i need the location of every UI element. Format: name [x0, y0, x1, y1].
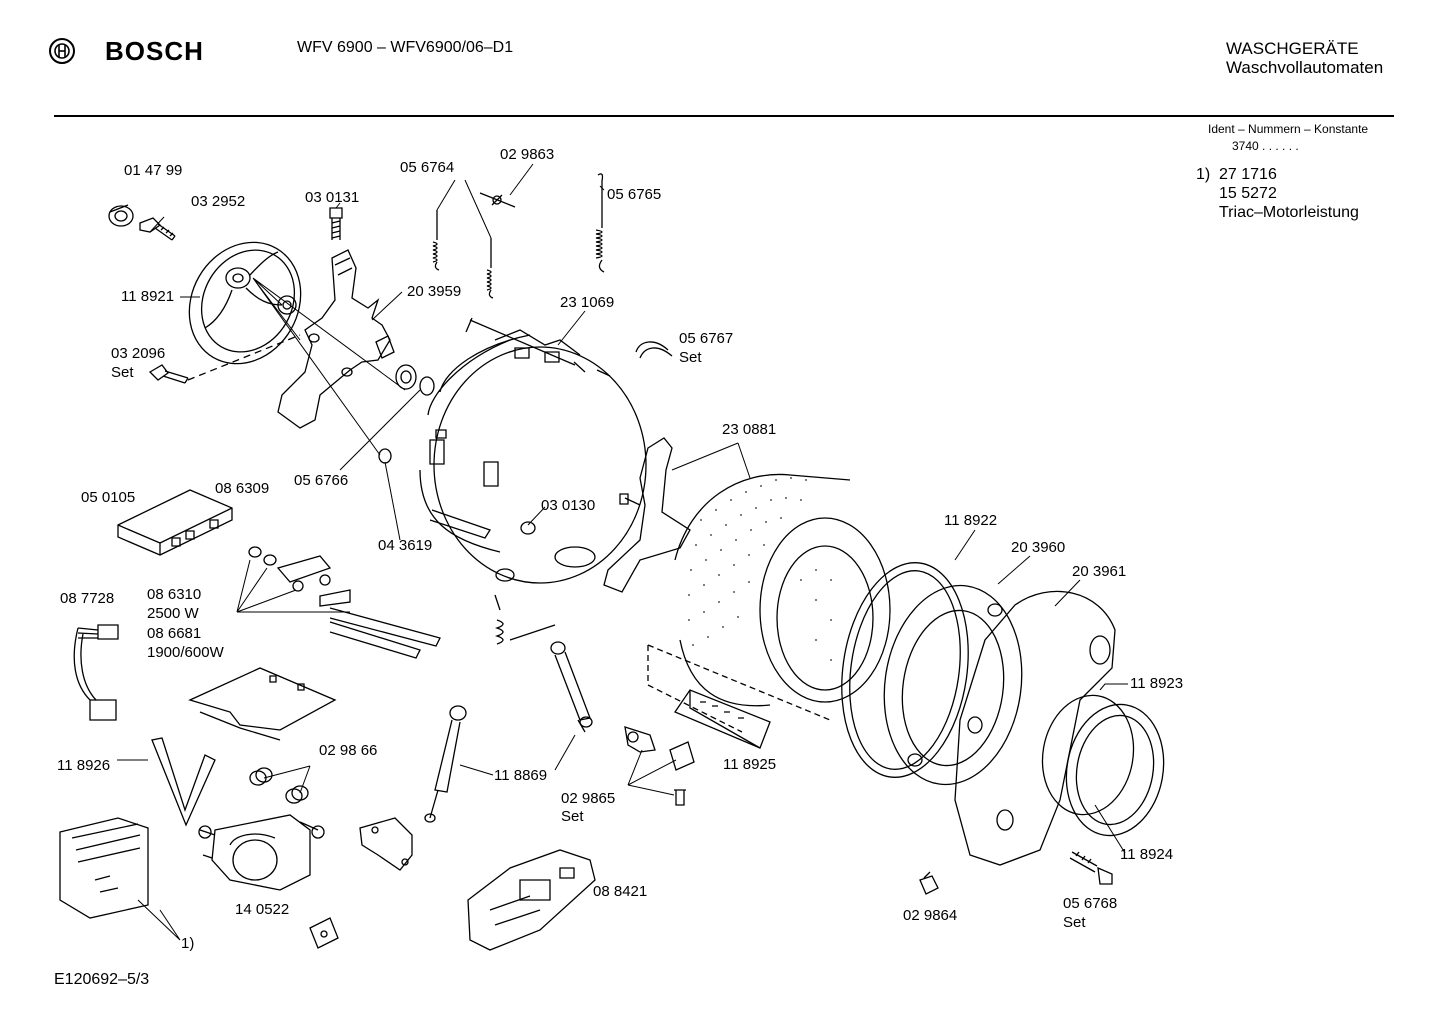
shock-absorber-a	[551, 642, 592, 732]
drum	[675, 474, 890, 705]
part-label: 23 1069	[560, 294, 615, 311]
tub-bracket-part	[278, 250, 394, 428]
ident-constant: 3740 . . . . . .	[1232, 139, 1299, 153]
clip-029864	[920, 872, 938, 894]
front-tub-part	[872, 577, 1035, 794]
part-label: 05 6766	[294, 472, 349, 489]
bosch-logo-icon	[49, 38, 75, 64]
part-label: 08 6681	[147, 625, 202, 642]
cover-plate	[190, 668, 335, 740]
ring-part	[109, 205, 133, 226]
part-label: 05 0105	[81, 489, 136, 506]
spring-056764-b	[487, 238, 493, 298]
electronic-module	[468, 850, 595, 950]
part-label: 04 3619	[378, 537, 433, 554]
door-gasket	[1033, 688, 1173, 843]
bolt-part	[140, 218, 175, 240]
part-label: 11 8926	[57, 757, 111, 774]
front-tub-housing	[955, 591, 1115, 865]
drum-perforation	[688, 478, 832, 660]
part-label: 05 6768	[1063, 895, 1118, 912]
part-label: 05 6764	[400, 159, 455, 176]
part-label: 05 6767	[679, 330, 734, 347]
part-label: 20 3959	[407, 283, 462, 300]
control-board	[60, 818, 148, 918]
part-label: Set	[679, 349, 702, 366]
part-label: 11 8923	[1130, 675, 1184, 692]
footnote-part-2: 15 5272	[1219, 185, 1277, 202]
part-label: Set	[561, 808, 584, 825]
part-label: 11 8922	[944, 512, 998, 529]
part-label: 2500 W	[147, 605, 199, 622]
part-label: Set	[111, 364, 134, 381]
heater-element	[249, 547, 440, 658]
set-screw-part	[150, 335, 300, 383]
part-label: 08 7728	[60, 590, 115, 607]
part-label: 11 8869	[494, 767, 548, 784]
outer-tub	[420, 318, 646, 583]
subcategory-title: Waschvollautomaten	[1226, 58, 1384, 77]
part-label: 11 8925	[723, 756, 777, 773]
footnote-marker: 1)	[1196, 166, 1211, 183]
part-label: 20 3960	[1011, 539, 1066, 556]
part-label: 08 8421	[593, 883, 648, 900]
dispenser-part	[648, 645, 830, 748]
screw-056768	[1070, 852, 1112, 884]
clip-029863	[480, 193, 515, 207]
part-label: 03 0131	[305, 189, 360, 206]
part-label: 03 2096	[111, 345, 166, 362]
leader-lines	[117, 164, 1128, 940]
pump-part	[625, 727, 694, 805]
part-label: 08 6309	[215, 480, 270, 497]
drawing-code: E120692–5/3	[54, 971, 150, 988]
motor	[199, 815, 324, 890]
part-label: 11 8924	[1120, 846, 1174, 863]
spring-056765	[596, 174, 604, 272]
small-bracket	[310, 918, 338, 948]
part-label: 03 0130	[541, 497, 596, 514]
spring-056764-a	[433, 210, 439, 270]
shock-absorber-b	[425, 706, 466, 822]
ident-title: Ident – Nummern – Konstante	[1208, 122, 1369, 136]
brand-name: BOSCH	[105, 36, 204, 66]
part-label: 02 9865	[561, 790, 616, 807]
part-label: Set	[1063, 914, 1086, 931]
model-number: WFV 6900 – WFV6900/06–D1	[297, 39, 514, 56]
header-divider	[54, 115, 1394, 117]
bearing-part	[379, 365, 434, 463]
footnote-description: Triac–Motorleistung	[1219, 204, 1359, 221]
drive-belt	[152, 738, 215, 825]
footnote-part-1: 27 1716	[1219, 166, 1277, 183]
module-050105	[118, 490, 232, 555]
part-label: 23 0881	[722, 421, 777, 438]
part-label: 14 0522	[235, 901, 290, 918]
part-label: 1900/600W	[147, 644, 224, 661]
drum-spider	[604, 438, 690, 592]
part-label: 1)	[181, 935, 195, 952]
tub-seal-ring	[829, 554, 982, 785]
clamp-056767	[636, 342, 672, 358]
pulley-wheel	[168, 222, 323, 384]
part-label: 01 47 99	[124, 162, 183, 179]
part-label: 03 2952	[191, 193, 246, 210]
part-label: 02 9863	[500, 146, 555, 163]
motor-bracket	[360, 818, 412, 870]
bolt-030131	[330, 208, 342, 240]
wire-harness	[74, 625, 118, 720]
part-label: 08 6310	[147, 586, 202, 603]
bushing-part	[250, 768, 308, 803]
category-title: WASCHGERÄTE	[1226, 39, 1359, 58]
hose-part	[495, 569, 555, 644]
part-label: 02 98 66	[319, 742, 378, 759]
part-label: 05 6765	[607, 186, 662, 203]
part-label: 20 3961	[1072, 563, 1127, 580]
part-label: 02 9864	[903, 907, 958, 924]
part-label: 11 8921	[121, 288, 175, 305]
